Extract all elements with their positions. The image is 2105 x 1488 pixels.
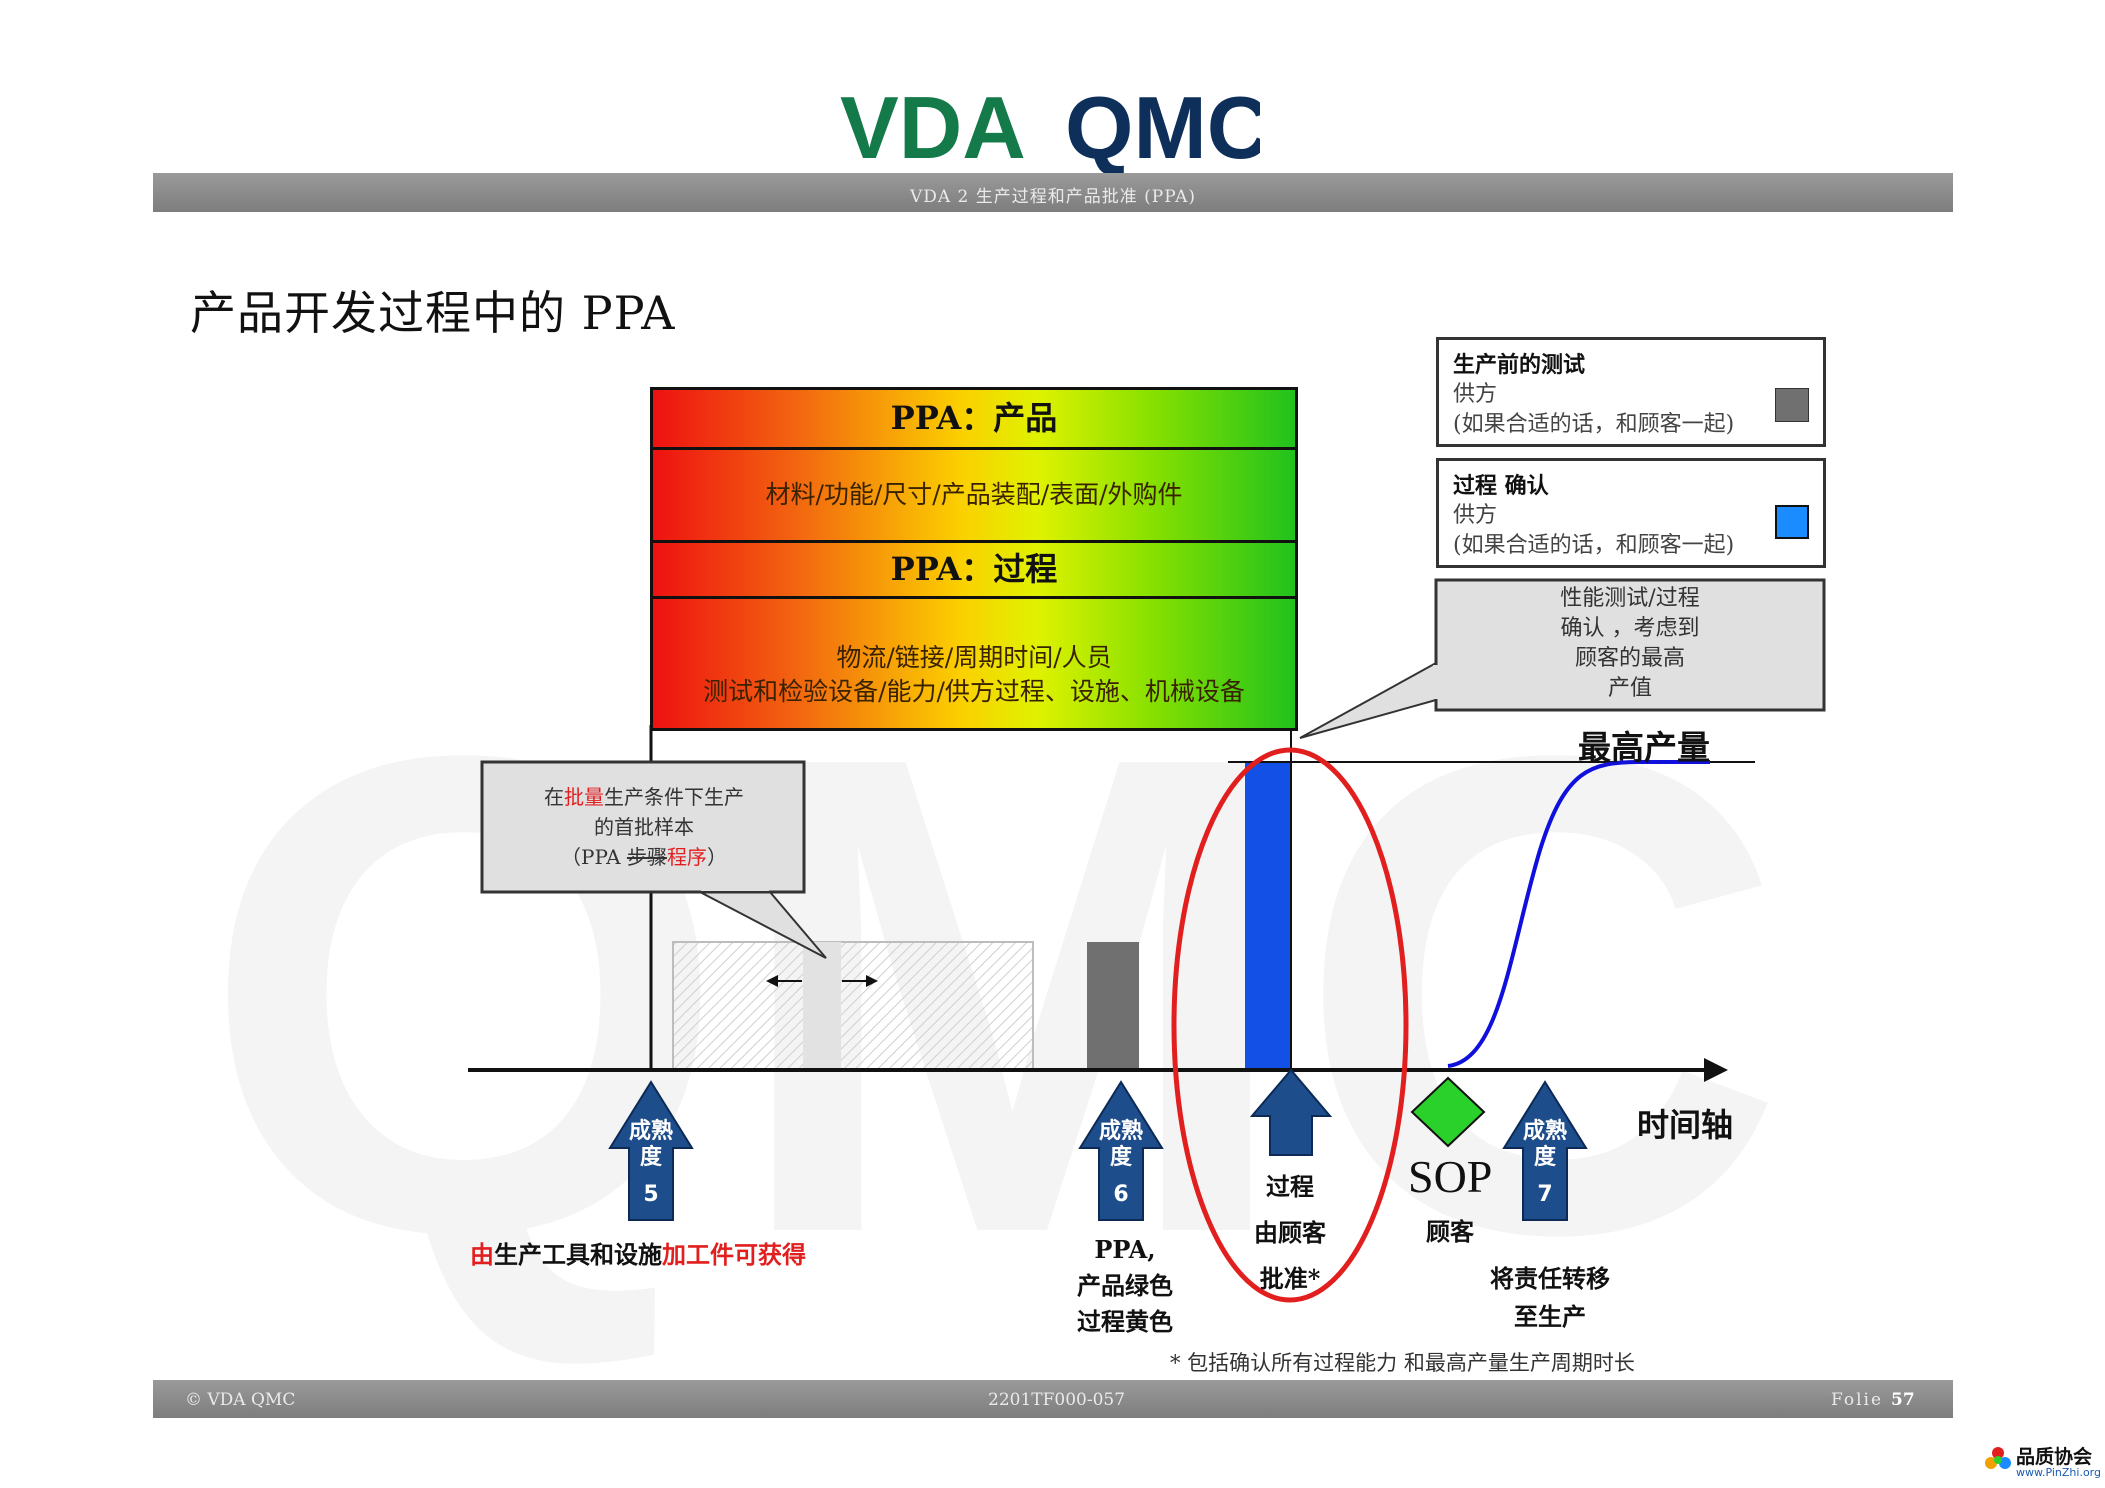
left-callout-line2: 的首批样本: [594, 815, 694, 839]
legend-preproduction-line1: 供方: [1453, 382, 1498, 407]
vda-qmc-logo: VDA QMC: [840, 78, 1260, 177]
maturity5-top: 成熟: [628, 1118, 673, 1144]
maturity5-arrow-text: 成熟 度 5: [629, 1118, 673, 1208]
ppa-process-line2: 测试和检验设备/能力/供方过程、设施、机械设备: [703, 677, 1245, 706]
legend-grey-swatch: [1775, 388, 1809, 422]
maturity5-num: 5: [643, 1182, 659, 1207]
maturity6-num: 6: [1113, 1182, 1129, 1207]
maturity6-top: 成熟: [1098, 1118, 1143, 1144]
maturity6-label: PPA, 产品绿色 过程黄色: [1060, 1232, 1190, 1340]
tooling-black: 生产工具和设施: [494, 1240, 662, 1269]
maturity5-arrow-shape: [608, 1080, 694, 1221]
left-callout-line1: 在批量生产条件下生产: [486, 782, 802, 812]
maturity6-mid: 度: [1109, 1144, 1132, 1170]
preproduction-test-bar: [1087, 942, 1139, 1070]
process-approval-highlight-ellipse: [1171, 747, 1409, 1303]
legend-process-confirm-line2: (如果合适的话，和顾客一起): [1453, 533, 1735, 558]
footer-doc-id: 2201TF000-057: [988, 1390, 1126, 1410]
legend-blue-swatch: [1775, 505, 1809, 539]
time-axis-arrowhead: [1704, 1058, 1728, 1082]
maturity7-top: 成熟: [1522, 1118, 1567, 1144]
tooling-red2: 加工件可获得: [662, 1240, 806, 1269]
legend-process-confirm: 过程 确认 供方 (如果合适的话，和顾客一起): [1436, 458, 1826, 568]
footer-page-number: 57: [1891, 1390, 1915, 1410]
right-arrow-head: [866, 975, 878, 987]
maturity7-num: 7: [1537, 1182, 1553, 1207]
process-confirm-bar: [1245, 762, 1291, 1070]
right-callout-line2: 确认 ，考虑到: [1560, 616, 1700, 641]
maturity6-label-l2: 产品绿色: [1077, 1271, 1173, 1300]
legend-process-confirm-line1: 供方: [1453, 503, 1498, 528]
footnote: * 包括确认所有过程能力 和最高产量生产周期时长: [1170, 1351, 1635, 1375]
pinzhi-flower-icon: [1985, 1447, 2011, 1469]
ppa-process-title: PPA：过程: [653, 543, 1295, 599]
right-callout-text: 性能测试/过程 确认 ，考虑到 顾客的最高 产值: [1440, 584, 1820, 704]
sop-diamond-icon: [1410, 1076, 1486, 1148]
time-axis-label: 时间轴: [1637, 1106, 1734, 1144]
maturity7-arrow-text: 成熟 度 7: [1523, 1118, 1567, 1208]
corner-logo-url: www.PinZhi.org: [2016, 1466, 2101, 1479]
tooling-red1: 由: [470, 1240, 494, 1269]
maturity7-arrow-shape: [1502, 1080, 1588, 1221]
left-callout-l3-pre: （PPA: [561, 845, 627, 869]
corner-logo: 品质协会 www.PinZhi.org: [1982, 1440, 2102, 1484]
legend-preproduction-title: 生产前的测试: [1453, 352, 1586, 378]
ppa-process-items: 物流/链接/周期时间/人员 测试和检验设备/能力/供方过程、设施、机械设备: [653, 599, 1295, 725]
responsibility-transfer-label: 将责任转移 至生产: [1475, 1260, 1625, 1336]
legend-preproduction-line2: (如果合适的话，和顾客一起): [1453, 412, 1735, 437]
first-sample-hatched-zone: [672, 941, 1034, 1071]
maturity6-label-l1: PPA,: [1094, 1235, 1156, 1264]
maturity5-mid: 度: [639, 1144, 662, 1170]
left-callout-l3-post: ）: [706, 845, 727, 869]
footer-copyright: © VDA QMC: [185, 1390, 296, 1410]
process-approval-label: 过程 由顾客 批准*: [1225, 1164, 1355, 1302]
header-banner: VDA 2 生产过程和产品批准 (PPA): [153, 173, 1953, 212]
left-callout-pre: 在: [544, 785, 564, 809]
legend-process-confirm-title: 过程 确认: [1453, 473, 1549, 499]
maturity6-label-l3: 过程黄色: [1077, 1307, 1173, 1336]
maturity6-arrow-text: 成熟 度 6: [1099, 1118, 1143, 1208]
right-callout-pointer-cover: [1433, 665, 1439, 699]
left-callout-text: 在批量生产条件下生产 的首批样本 （PPA 步骤程序）: [486, 782, 802, 872]
left-callout-l3-red: 程序: [666, 845, 707, 869]
process-approval-l1: 过程: [1266, 1172, 1314, 1201]
ppa-product-title: PPA：产品: [653, 390, 1295, 450]
left-callout-red: 批量: [564, 785, 604, 809]
ppa-product-items: 材料/功能/尺寸/产品装配/表面/外购件: [653, 450, 1295, 543]
ppa-process-line1: 物流/链接/周期时间/人员: [836, 643, 1112, 672]
right-callout-line4: 产值: [1607, 676, 1652, 701]
footer-folie-label: Folie: [1831, 1390, 1884, 1410]
corner-logo-cn: 品质协会: [2016, 1446, 2093, 1468]
max-output-label: 最高产量: [1578, 728, 1710, 767]
right-callout-line1: 性能测试/过程: [1560, 586, 1700, 611]
tooling-available-label: 由生产工具和设施加工件可获得: [470, 1235, 806, 1270]
sop-label: SOP: [1408, 1151, 1493, 1202]
legend-preproduction-test: 生产前的测试 供方 (如果合适的话，和顾客一起): [1436, 337, 1826, 447]
left-callout-pointer-cover: [701, 886, 769, 891]
logo-qmc-text: QMC: [1065, 78, 1260, 177]
ppa-gradient-box: PPA：产品 材料/功能/尺寸/产品装配/表面/外购件 PPA：过程 物流/链接…: [650, 387, 1298, 731]
logo-vda-text: VDA: [840, 78, 1026, 177]
maturity7-mid: 度: [1533, 1144, 1556, 1170]
left-callout-l3-strike: 步骤: [626, 845, 667, 869]
slide-title: 产品开发过程中的 PPA: [190, 286, 676, 340]
sop-customer-label: 顾客: [1426, 1217, 1474, 1246]
sample-marker: [803, 942, 841, 1070]
right-callout-line3: 顾客的最高: [1574, 646, 1685, 671]
transfer-l2: 至生产: [1514, 1302, 1586, 1331]
left-callout-line3: （PPA 步骤程序）: [486, 842, 802, 872]
process-approval-l3: 批准*: [1259, 1264, 1321, 1293]
ramp-up-curve: [1447, 760, 1710, 1068]
process-approval-arrow-shape: [1249, 1068, 1333, 1156]
right-callout-box: [1434, 578, 1826, 712]
left-callout-box: [480, 760, 806, 894]
footer-bar: © VDA QMC 2201TF000-057 Folie 57: [153, 1380, 1953, 1418]
left-callout-post: 生产条件下生产: [604, 785, 744, 809]
maturity6-arrow-shape: [1078, 1080, 1164, 1221]
transfer-l1: 将责任转移: [1490, 1264, 1610, 1293]
left-arrow-head: [766, 975, 778, 987]
header-banner-text: VDA 2 生产过程和产品批准 (PPA): [909, 187, 1197, 207]
process-approval-l2: 由顾客: [1254, 1218, 1326, 1247]
